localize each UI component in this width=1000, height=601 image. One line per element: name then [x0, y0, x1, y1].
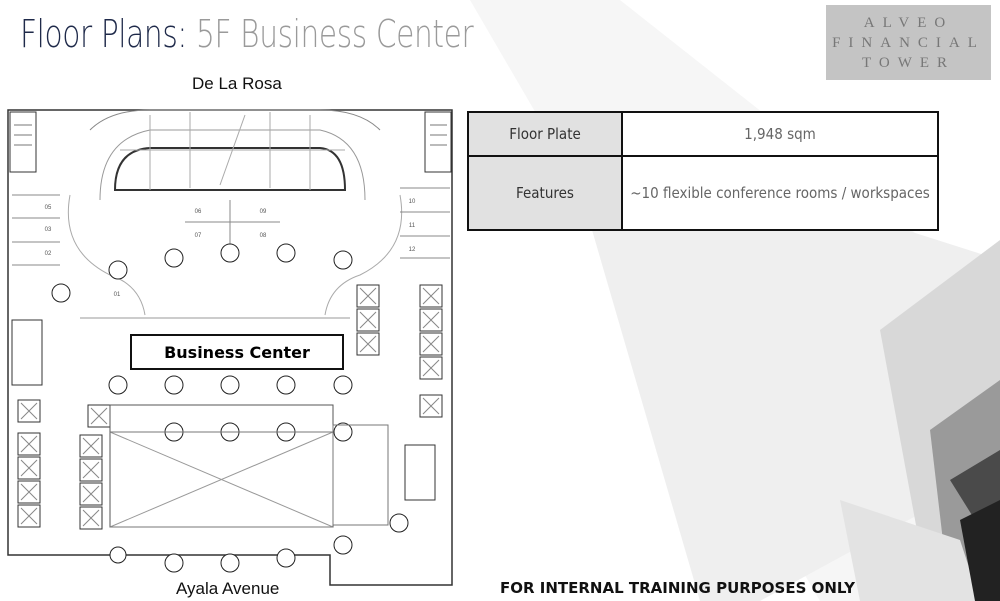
logo-line: ALVEO [863, 15, 954, 31]
elevator-shaft [17, 504, 41, 528]
spec-row: Floor Plate 1,948 sqm [467, 111, 939, 157]
elevator-shaft [419, 356, 443, 380]
elevator-shaft [17, 456, 41, 480]
elevator-shaft [419, 284, 443, 308]
elevator-shaft [356, 332, 380, 356]
curved-staircase [113, 147, 347, 191]
room-number: 06 [195, 209, 202, 215]
elevator-shaft [356, 308, 380, 332]
business-center-label: Business Center [130, 334, 344, 370]
elevator-shaft [17, 480, 41, 504]
elevator-shaft [419, 308, 443, 332]
elevator-shaft [419, 394, 443, 418]
room-number: 12 [409, 247, 416, 253]
elevator-shaft [79, 434, 103, 458]
elevator-shaft [419, 332, 443, 356]
spec-row: Features ~10 flexible conference rooms /… [467, 155, 939, 231]
elevator-shaft [79, 482, 103, 506]
street-bottom-label: Ayala Avenue [176, 579, 280, 598]
alveo-logo: ALVEO FINANCIAL TOWER [826, 5, 991, 80]
street-top-label: De La Rosa [192, 74, 282, 93]
spec-label: Features [467, 155, 623, 231]
room-number: 07 [195, 233, 202, 239]
room-number: 02 [45, 251, 52, 257]
room-number: 05 [45, 205, 52, 211]
spec-value: ~10 flexible conference rooms / workspac… [621, 155, 939, 231]
elevator-shaft [79, 506, 103, 530]
room-number: 09 [260, 209, 267, 215]
room-number: 10 [409, 199, 416, 205]
columns [51, 243, 409, 573]
elevator-shaft [79, 458, 103, 482]
stair-left [11, 319, 43, 386]
elevator-shaft [17, 399, 41, 423]
internal-notice: FOR INTERNAL TRAINING PURPOSES ONLY [500, 579, 856, 597]
outer-wall [7, 109, 453, 586]
title-sub: 5F Business Center [196, 12, 474, 56]
spec-value: 1,948 sqm [621, 111, 939, 157]
room-number: 03 [45, 227, 52, 233]
floor-plan: 05 03 02 06 07 09 08 10 11 12 01 [7, 109, 453, 586]
stair-right [404, 444, 436, 501]
spec-table: Floor Plate 1,948 sqm Features ~10 flexi… [467, 111, 939, 231]
room-number: 01 [114, 292, 121, 298]
stair-top-right [424, 111, 452, 173]
elevator-shaft [17, 432, 41, 456]
spec-label: Floor Plate [467, 111, 623, 157]
stair-top-left [9, 111, 37, 173]
logo-line: FINANCIAL [832, 35, 985, 51]
page-title: Floor Plans: 5F Business Center [20, 12, 474, 56]
room-number: 08 [260, 233, 267, 239]
atrium-void [109, 404, 334, 528]
elevator-banks [17, 284, 443, 530]
elevator-shaft [356, 284, 380, 308]
title-main: Floor Plans: [20, 12, 187, 56]
logo-line: TOWER [861, 55, 956, 71]
room-number: 11 [409, 223, 416, 229]
